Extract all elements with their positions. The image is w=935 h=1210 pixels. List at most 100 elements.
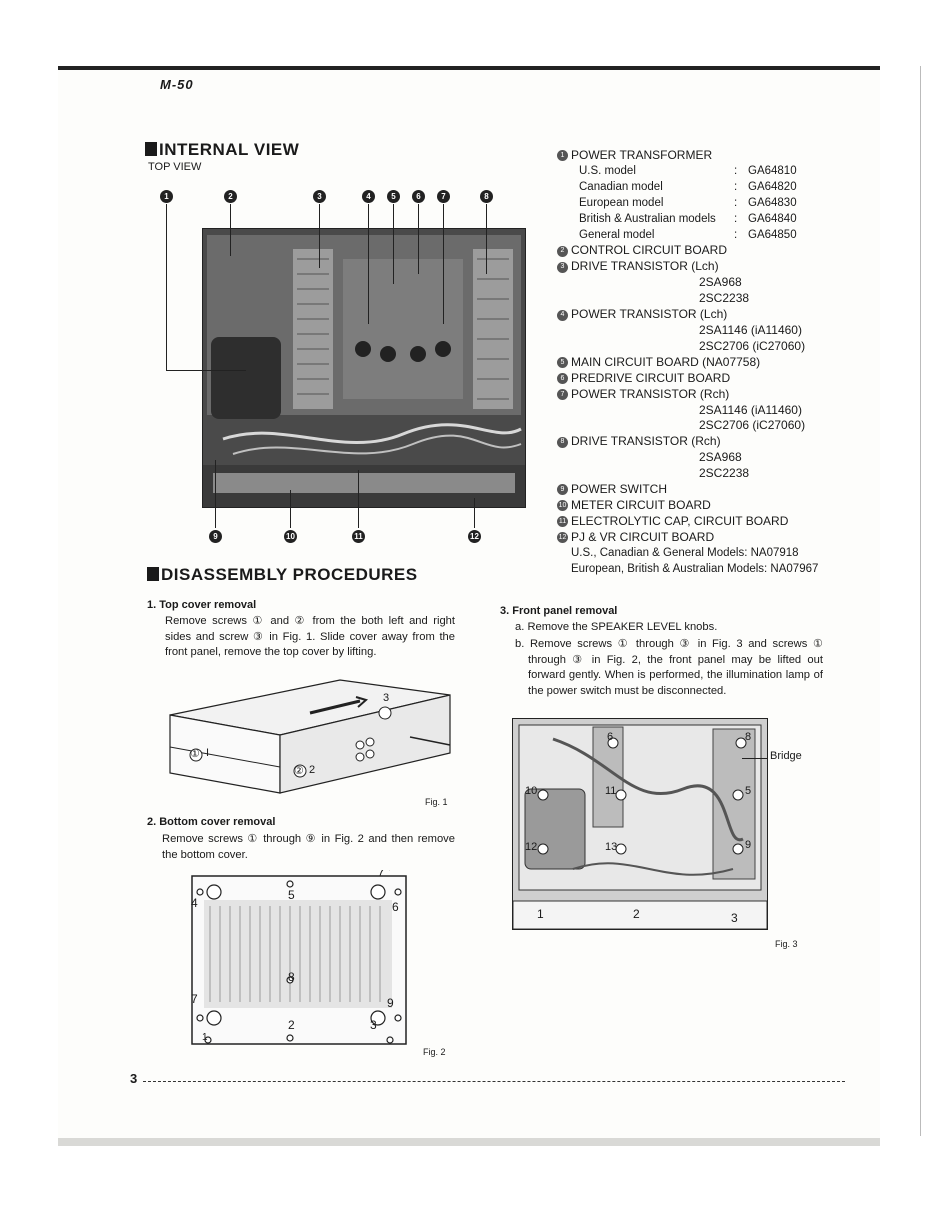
- fig3-label-13: 13: [605, 841, 618, 853]
- fig2-label-8: 8: [288, 970, 295, 984]
- fig3-caption: Fig. 3: [775, 939, 798, 949]
- callout-6: 6: [412, 190, 425, 203]
- callout-9: 9: [209, 530, 222, 543]
- callout-8: 8: [480, 190, 493, 203]
- bridge-leader: [742, 758, 768, 759]
- step3-b: b. Remove screws ① through ③ in Fig. 3 a…: [515, 638, 823, 697]
- bottom-cover-diagram: [191, 867, 407, 1045]
- callout-2: 2: [224, 190, 237, 203]
- fig1-label-2: 2: [309, 764, 316, 776]
- top-cover-diagram: [169, 679, 451, 794]
- fig2-label-4: 4: [191, 896, 198, 910]
- fig3-label-6: 6: [607, 731, 614, 743]
- legend-part: 2SA968: [699, 450, 742, 465]
- fig2-label-2: 2: [288, 1018, 295, 1032]
- fig2-label-5: 5: [288, 888, 295, 902]
- heading-bullet: [145, 142, 157, 156]
- step2-title: 2. Bottom cover removal: [147, 816, 276, 828]
- fig2-label-3: 3: [370, 1018, 377, 1032]
- top-view-subtitle: TOP VIEW: [148, 161, 202, 173]
- pj-vr-models: U.S., Canadian & General Models: NA07918: [571, 546, 799, 559]
- fig2-label-6: 6: [392, 900, 399, 914]
- binder-edge: [920, 66, 935, 1136]
- legend-part: 2SC2238: [699, 466, 750, 481]
- legend-part: 2SC2706 (iC27060): [699, 338, 806, 353]
- fig1-label-3: 3: [383, 692, 390, 704]
- legend-part: 2SC2706 (iC27060): [699, 418, 806, 433]
- fig2-label-7: 7: [191, 992, 198, 1006]
- leader-10: [290, 490, 291, 528]
- step3-title: 3. Front panel removal: [500, 605, 618, 617]
- fig2-caption: Fig. 2: [423, 1047, 446, 1057]
- callout-10: 10: [284, 530, 297, 543]
- heading-bullet: [147, 567, 159, 581]
- fig3-label-11: 11: [605, 785, 617, 797]
- fig2-label-1: 1: [202, 1032, 208, 1043]
- leader-12: [474, 498, 475, 528]
- legend-part: 2SA968: [699, 275, 742, 290]
- legend-part: 2SA1146 (iA11460): [699, 322, 802, 337]
- legend-label: POWER TRANSFORMER: [571, 148, 713, 162]
- fig2-label-9: 9: [387, 996, 394, 1010]
- model-row: British & Australian models:GA64840: [579, 212, 797, 225]
- step1-text: Remove screws ① and ② from the both left…: [165, 615, 455, 658]
- leader-4: [368, 204, 369, 324]
- leader-3: [319, 204, 320, 268]
- leader-11: [358, 470, 359, 528]
- leader-8: [486, 204, 487, 274]
- model-header: M-50: [160, 77, 194, 92]
- footer-rule: [143, 1081, 845, 1082]
- model-row: U.S. model:GA64810: [579, 164, 797, 177]
- fig1-label-screw1: ①: [190, 748, 200, 760]
- leader-6: [418, 204, 419, 274]
- fig3-label-9: 9: [745, 839, 752, 851]
- callout-7: 7: [437, 190, 450, 203]
- amplifier-interior-image: [203, 229, 525, 507]
- internal-view-heading: INTERNAL VIEW: [145, 140, 299, 160]
- leader-7: [443, 204, 444, 324]
- page-number: 3: [130, 1071, 138, 1086]
- disassembly-heading: DISASSEMBLY PROCEDURES: [147, 565, 418, 585]
- internal-view-photo: [202, 228, 526, 508]
- legend-part: 2SC2238: [699, 291, 750, 306]
- callout-12: 12: [468, 530, 481, 543]
- model-row: General model:GA64850: [579, 228, 797, 241]
- page-shadow: [58, 1138, 880, 1146]
- internal-view-title: INTERNAL VIEW: [159, 140, 300, 159]
- front-panel-chassis-image: [513, 719, 767, 929]
- step1-title: 1. Top cover removal: [147, 599, 257, 611]
- fig3-label-8: 8: [745, 731, 752, 743]
- callout-1: 1: [160, 190, 173, 203]
- leader-9: [215, 460, 216, 528]
- leader-1-h: [166, 370, 246, 371]
- fig1-label-screw2: ②: [294, 765, 304, 777]
- disassembly-title: DISASSEMBLY PROCEDURES: [161, 565, 418, 584]
- legend-bullet: 1: [557, 150, 568, 162]
- step3-a: a. Remove the SPEAKER LEVEL knobs.: [515, 621, 718, 633]
- model-row: European model:GA64830: [579, 196, 797, 209]
- leader-2: [230, 204, 231, 256]
- fig3-label-3: 3: [731, 911, 738, 925]
- fig3-label-2: 2: [633, 907, 640, 921]
- fig3-label-10: 10: [525, 785, 538, 797]
- fig1-caption: Fig. 1: [425, 797, 448, 807]
- fig1-label-i: I: [206, 747, 210, 759]
- fig3-label-1: 1: [537, 907, 544, 921]
- step2-text: Remove screws ① through ⑨ in Fig. 2 and …: [162, 833, 455, 861]
- callout-3: 3: [313, 190, 326, 203]
- callout-4: 4: [362, 190, 375, 203]
- pj-vr-models: European, British & Australian Models: N…: [571, 562, 819, 575]
